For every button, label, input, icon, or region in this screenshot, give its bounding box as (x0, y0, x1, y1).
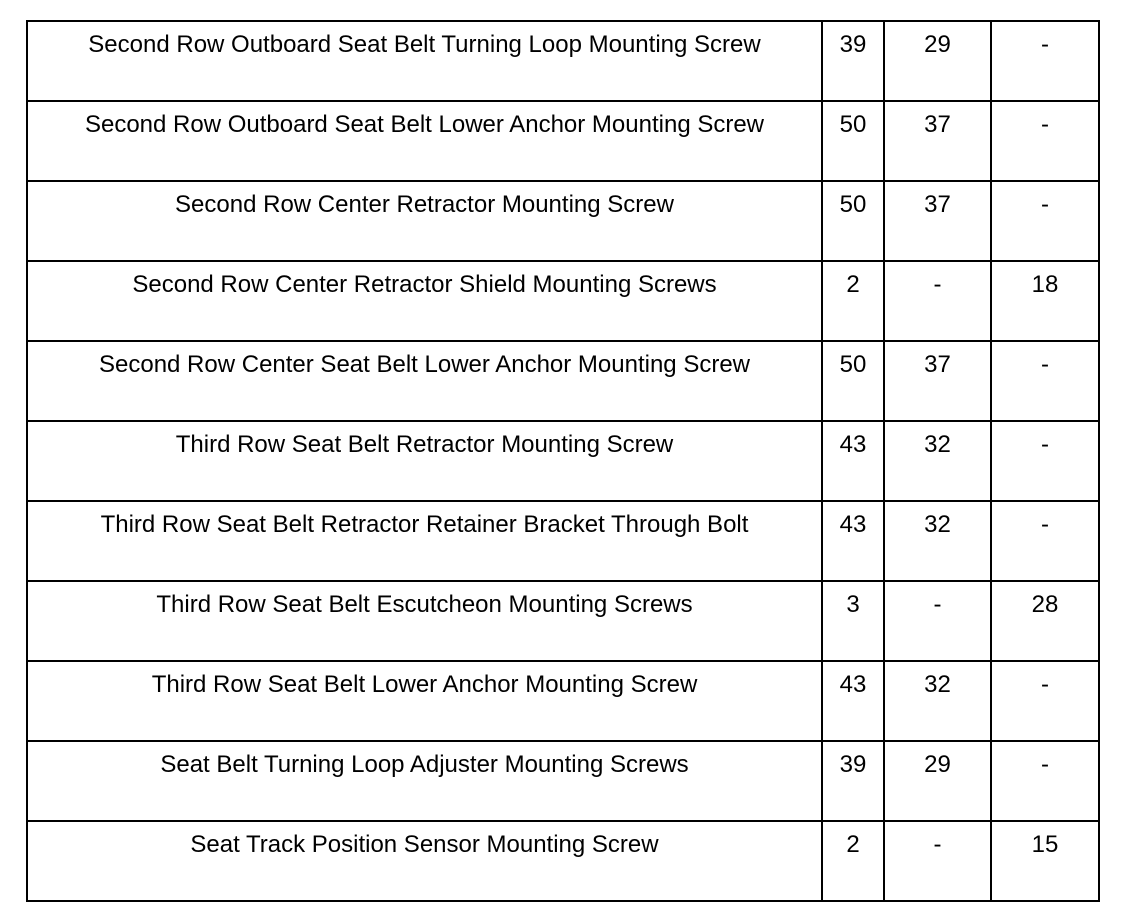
torque-lb-ft: 29 (883, 20, 992, 102)
fastener-description: Seat Belt Turning Loop Adjuster Mounting… (26, 740, 823, 822)
fastener-description: Second Row Outboard Seat Belt Lower Anch… (26, 100, 823, 182)
torque-nm: 2 (821, 820, 885, 902)
torque-nm: 39 (821, 20, 885, 102)
torque-nm: 50 (821, 100, 885, 182)
torque-nm: 50 (821, 180, 885, 262)
torque-lb-in: - (990, 420, 1100, 502)
fastener-description: Second Row Center Retractor Shield Mount… (26, 260, 823, 342)
torque-lb-ft: 32 (883, 420, 992, 502)
torque-lb-in: 18 (990, 260, 1100, 342)
torque-lb-in: - (990, 340, 1100, 422)
torque-nm: 39 (821, 740, 885, 822)
fastener-torque-table: Second Row Outboard Seat Belt Turning Lo… (26, 20, 1100, 902)
table-row: Third Row Seat Belt Retractor Retainer B… (26, 500, 1100, 582)
fastener-description: Third Row Seat Belt Lower Anchor Mountin… (26, 660, 823, 742)
table-row: Third Row Seat Belt Lower Anchor Mountin… (26, 660, 1100, 742)
torque-lb-ft: 37 (883, 100, 992, 182)
fastener-description: Second Row Center Seat Belt Lower Anchor… (26, 340, 823, 422)
table-row: Second Row Center Retractor Mounting Scr… (26, 180, 1100, 262)
torque-nm: 43 (821, 660, 885, 742)
table-row: Second Row Center Retractor Shield Mount… (26, 260, 1100, 342)
torque-nm: 3 (821, 580, 885, 662)
torque-lb-ft: 37 (883, 180, 992, 262)
fastener-description: Third Row Seat Belt Escutcheon Mounting … (26, 580, 823, 662)
fastener-description: Second Row Outboard Seat Belt Turning Lo… (26, 20, 823, 102)
torque-nm: 50 (821, 340, 885, 422)
torque-lb-in: 15 (990, 820, 1100, 902)
fastener-description: Second Row Center Retractor Mounting Scr… (26, 180, 823, 262)
table-row: Second Row Outboard Seat Belt Turning Lo… (26, 20, 1100, 102)
torque-lb-ft: - (883, 580, 992, 662)
torque-lb-in: - (990, 180, 1100, 262)
fastener-description: Third Row Seat Belt Retractor Retainer B… (26, 500, 823, 582)
torque-lb-ft: 29 (883, 740, 992, 822)
torque-lb-in: - (990, 740, 1100, 822)
torque-lb-in: - (990, 100, 1100, 182)
torque-lb-ft: - (883, 260, 992, 342)
torque-lb-in: - (990, 660, 1100, 742)
torque-lb-in: - (990, 500, 1100, 582)
torque-nm: 43 (821, 500, 885, 582)
table-row: Seat Track Position Sensor Mounting Scre… (26, 820, 1100, 902)
torque-lb-in: - (990, 20, 1100, 102)
torque-lb-ft: 32 (883, 500, 992, 582)
table-body: Second Row Outboard Seat Belt Turning Lo… (26, 20, 1100, 902)
table-row: Third Row Seat Belt Retractor Mounting S… (26, 420, 1100, 502)
torque-lb-ft: 32 (883, 660, 992, 742)
torque-lb-ft: 37 (883, 340, 992, 422)
torque-lb-in: 28 (990, 580, 1100, 662)
table-row: Third Row Seat Belt Escutcheon Mounting … (26, 580, 1100, 662)
fastener-description: Third Row Seat Belt Retractor Mounting S… (26, 420, 823, 502)
table-row: Second Row Center Seat Belt Lower Anchor… (26, 340, 1100, 422)
fastener-description: Seat Track Position Sensor Mounting Scre… (26, 820, 823, 902)
table-row: Seat Belt Turning Loop Adjuster Mounting… (26, 740, 1100, 822)
torque-nm: 2 (821, 260, 885, 342)
torque-lb-ft: - (883, 820, 992, 902)
torque-nm: 43 (821, 420, 885, 502)
table-row: Second Row Outboard Seat Belt Lower Anch… (26, 100, 1100, 182)
